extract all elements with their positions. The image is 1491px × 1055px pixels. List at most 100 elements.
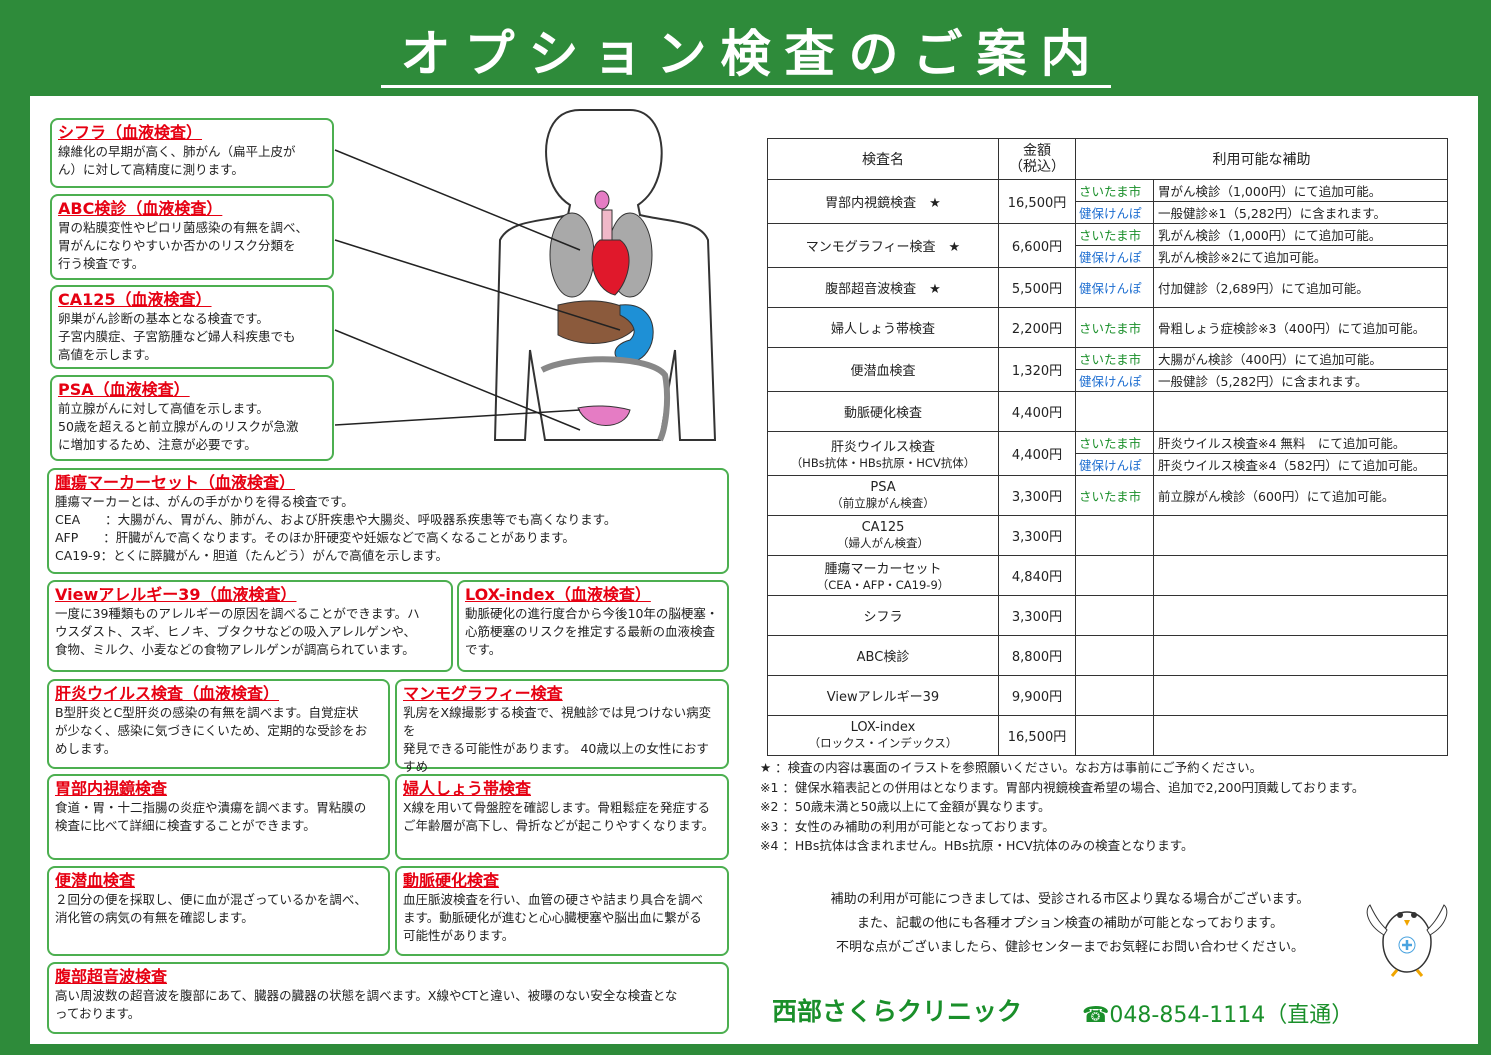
exam-name-cell: 婦人しょう帯検査 [767, 307, 999, 348]
exam-name: 腫瘍マーカーセット [824, 562, 942, 577]
box-title: PSA（血液検査） [58, 380, 190, 399]
subsidy-note [1153, 595, 1448, 636]
exam-name: 肝炎ウイルス検査 [830, 440, 935, 455]
subsidy-tag: 健保けんぽ [1075, 267, 1154, 308]
subsidy-note [1153, 715, 1448, 756]
box-body: 高い周波数の超音波を腹部にあて、臓器の臓器の状態を調べます。X線やCTと違い、被… [55, 988, 678, 1021]
box-title: 腫瘍マーカーセット（血液検査） [55, 473, 296, 492]
info-box-arteriosclerosis: 動脈硬化検査 血圧脈波検査を行い、血管の硬さや詰まり具合を調べ ます。動脈硬化が… [395, 866, 729, 956]
table-row: ABC検診 8,800円 [767, 635, 1448, 676]
header-price: 金額 （税込） [998, 138, 1076, 180]
exam-name: マンモグラフィー検査 ★ [805, 240, 961, 255]
info-line: 不明な点がございましたら、健診センターまでお気軽にお問い合わせください。 [835, 940, 1304, 955]
info-box-ca125: CA125（血液検査） 卵巣がん診断の基本となる検査です。 子宮内膜症、子宮筋腫… [50, 285, 334, 369]
exam-table-body: 胃部内視鏡検査 ★16,500円さいたま市胃がん検診（1,000円）にて追加可能… [767, 179, 1448, 756]
box-title: マンモグラフィー検査 [403, 684, 563, 703]
exam-name: 動脈硬化検査 [843, 406, 922, 421]
box-body: 一度に39種類ものアレルギーの原因を調べることができます。ハ ウスダスト、スギ、… [55, 606, 420, 657]
subsidy-note [1153, 635, 1448, 676]
exam-price: 2,200円 [998, 307, 1076, 348]
box-title: 胃部内視鏡検査 [55, 779, 168, 798]
exam-name-cell: Viewアレルギー39 [767, 675, 999, 716]
box-title: LOX-index（血液検査） [465, 585, 651, 604]
box-body: 動脈硬化の進行度合から今後10年の脳梗塞・ 心筋梗塞のリスクを推定する最新の血液… [465, 606, 719, 657]
box-title: シフラ（血液検査） [58, 123, 203, 142]
subsidy-tag: さいたま市 [1075, 223, 1154, 246]
info-box-view-allergy: Viewアレルギー39（血液検査） 一度に39種類ものアレルギーの原因を調べるこ… [47, 580, 453, 672]
exam-price: 8,800円 [998, 635, 1076, 676]
exam-name: 便潜血検査 [850, 364, 916, 379]
table-row: 腫瘍マーカーセット（CEA・AFP・CA19-9）4,840円 [767, 555, 1448, 596]
exam-name-cell: 肝炎ウイルス検査（HBs抗体・HBs抗原・HCV抗体） [767, 431, 999, 476]
info-box-fecal-blood: 便潜血検査 ２回分の便を採取し、便に血が混ざっているかを調べ、 消化管の病気の有… [47, 866, 390, 956]
exam-name: ABC検診 [856, 650, 910, 665]
info-box-psa: PSA（血液検査） 前立腺がんに対して高値を示します。 50歳を超えると前立腺が… [50, 375, 334, 461]
subsidy-note: 一般健診（5,282円）に含まれます。 [1153, 369, 1448, 392]
box-body: 線維化の早期が高く、肺がん（扁平上皮が ん）に対して高精度に測ります。 [58, 144, 296, 177]
exam-name-cell: マンモグラフィー検査 ★ [767, 223, 999, 268]
table-header-row: 検査名 金額 （税込） 利用可能な補助 [767, 138, 1448, 180]
exam-price: 9,900円 [998, 675, 1076, 716]
exam-price: 4,840円 [998, 555, 1076, 596]
table-row: CA125（婦人がん検査）3,300円 [767, 515, 1448, 556]
subsidy-note: 一般健診※1（5,282円）に含まれます。 [1153, 201, 1448, 224]
subsidy-tag: 健保けんぽ [1075, 201, 1154, 224]
exam-name: LOX-index [850, 720, 916, 735]
box-title: 動脈硬化検査 [403, 871, 500, 890]
box-body: 卵巣がん診断の基本となる検査です。 子宮内膜症、子宮筋腫など婦人科疾患でも 高値… [58, 311, 296, 362]
exam-name-cell: 腹部超音波検査 ★ [767, 267, 999, 308]
header-exam-name: 検査名 [767, 138, 999, 180]
subsidy-note: 胃がん検診（1,000円）にて追加可能。 [1153, 179, 1448, 202]
info-box-mammography: マンモグラフィー検査 乳房をX線撮影する検査で、視触診では見つけない病変を 発見… [395, 679, 729, 792]
box-body: 腫瘍マーカーとは、がんの手がかりを得る検査です。 CEA ：大腸がん、胃がん、肺… [55, 494, 617, 563]
exam-name: Viewアレルギー39 [826, 690, 940, 705]
subsidy-tag [1075, 635, 1154, 676]
subsidy-note: 付加健診（2,689円）にて追加可能。 [1153, 267, 1448, 308]
exam-name: 腹部超音波検査 ★ [825, 282, 941, 297]
table-row: 動脈硬化検査 4,400円 [767, 391, 1448, 432]
info-box-bone: 婦人しょう帯検査 X線を用いて骨盤腔を確認します。骨粗鬆症を発症する ご年齢層が… [395, 774, 729, 860]
table-row: 健保けんぽ乳がん検診※2にて追加可能。 [768, 245, 1448, 268]
info-box-tumor-marker: 腫瘍マーカーセット（血液検査） 腫瘍マーカーとは、がんの手がかりを得る検査です。… [47, 468, 729, 574]
exam-subname: （前立腺がん検査） [831, 496, 935, 510]
exam-name: PSA [870, 480, 896, 495]
box-body: ２回分の便を採取し、便に血が混ざっているかを調べ、 消化管の病気の有無を確認しま… [55, 892, 367, 925]
box-title: ABC検診（血液検査） [58, 199, 223, 218]
box-title: 婦人しょう帯検査 [403, 779, 532, 798]
exam-price: 4,400円 [998, 431, 1076, 476]
exam-name: 婦人しょう帯検査 [830, 322, 935, 337]
exam-price: 3,300円 [998, 515, 1076, 556]
exam-subname: （HBs抗体・HBs抗原・HCV抗体） [790, 456, 976, 470]
clinic-name: 西部さくらクリニック [772, 997, 1023, 1026]
exam-subname: （ロックス・インデックス） [808, 736, 958, 750]
subsidy-note [1153, 391, 1448, 432]
exam-subname: （婦人がん検査） [837, 536, 929, 550]
box-body: 前立腺がんに対して高値を示します。 50歳を超えると前立腺がんのリスクが急激 に… [58, 401, 299, 452]
box-title: 肝炎ウイルス検査（血液検査） [55, 684, 280, 703]
subsidy-tag: 健保けんぽ [1075, 369, 1154, 392]
subsidy-tag: さいたま市 [1075, 347, 1154, 370]
table-row: 健保けんぽ肝炎ウイルス検査※4（582円）にて追加可能。 [768, 453, 1448, 476]
body-illustration [334, 109, 717, 442]
table-row: PSA（前立腺がん検査）3,300円さいたま市前立腺がん検診（600円）にて追加… [767, 475, 1448, 516]
footnote: ★ ：検査の内容は裏面のイラストを参照願いください。なお方は事前にご予約ください… [760, 760, 1263, 775]
table-row: 腹部超音波検査 ★5,500円健保けんぽ付加健診（2,689円）にて追加可能。 [767, 267, 1448, 308]
info-box-endoscopy: 胃部内視鏡検査 食道・胃・十二指腸の炎症や潰瘍を調べます。胃粘膜の 検査に比べて… [47, 774, 390, 860]
info-text: 補助の利用が可能につきましては、受診される市区より異なる場合がございます。 また… [770, 888, 1370, 960]
page-title: オプション検査のご案内 [0, 14, 1491, 88]
box-title: 便潜血検査 [55, 871, 136, 890]
subsidy-tag [1075, 515, 1154, 556]
info-box-hepatitis: 肝炎ウイルス検査（血液検査） B型肝炎とC型肝炎の感染の有無を調べます。自覚症状… [47, 679, 390, 769]
exam-price-table: 検査名 金額 （税込） 利用可能な補助 胃部内視鏡検査 ★16,500円さいたま… [767, 138, 1448, 756]
exam-price: 4,400円 [998, 391, 1076, 432]
footnote: ※1 ：健保水箱表記との併用はとなります。胃部内視鏡検査希望の場合、追加で2,2… [760, 779, 1365, 795]
phone-number: ☎048-854-1114（直通） [1082, 1003, 1354, 1028]
box-title: 腹部超音波検査 [55, 967, 168, 986]
exam-name-cell: 便潜血検査 [767, 347, 999, 392]
table-row: 胃部内視鏡検査 ★16,500円さいたま市胃がん検診（1,000円）にて追加可能… [767, 179, 1448, 224]
exam-name: シフラ [863, 610, 903, 625]
subsidy-tag: さいたま市 [1075, 475, 1154, 516]
